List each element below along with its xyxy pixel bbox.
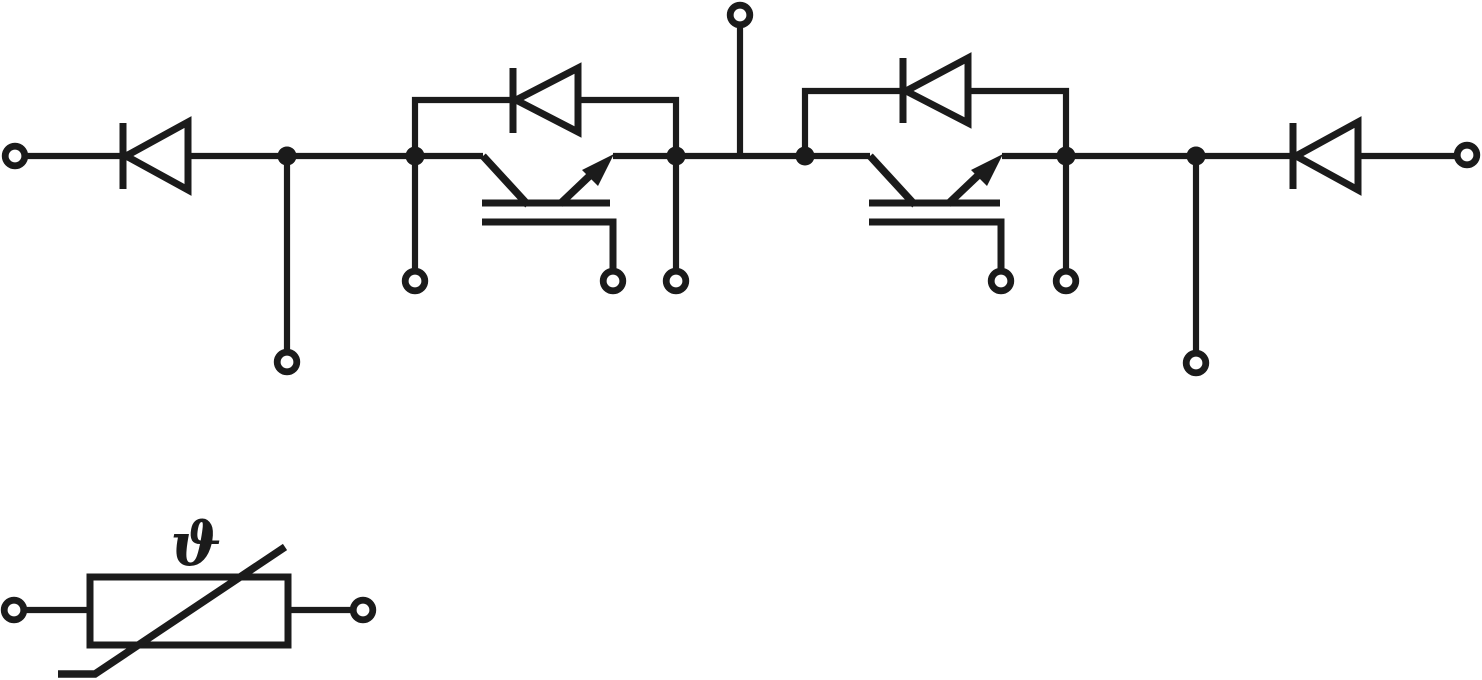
- freewheeling-branch-1: [411, 62, 680, 156]
- thermistor-terminal-right: [349, 596, 377, 624]
- thermistor-diagonal: [58, 543, 288, 678]
- igbt2-gate-terminal: [987, 267, 1015, 295]
- igbt2-gate-lead: [869, 218, 1005, 270]
- freewheeling-branch-2: [801, 52, 1070, 156]
- igbt1-gate-lead: [482, 218, 617, 270]
- igbt-1: [480, 153, 617, 270]
- freewheeling-diode-1: [508, 62, 582, 138]
- igbt1-aux-emitter-terminal: [662, 267, 690, 295]
- thermistor-terminal-left: [0, 596, 28, 624]
- main-terminal-top: [726, 1, 754, 29]
- terminal-stub-wires: [283, 27, 1200, 351]
- main-terminal-right: [1453, 141, 1481, 169]
- main-terminal-left: [1, 142, 29, 170]
- thermistor: ϑ: [0, 510, 377, 678]
- junction-dots: [277, 146, 1206, 166]
- series-diode-right: [1288, 116, 1362, 196]
- aux-terminal-left: [273, 348, 301, 376]
- igbt2-aux-emitter-terminal: [1052, 267, 1080, 295]
- thermistor-label: ϑ: [171, 510, 222, 580]
- igbt-2: [867, 153, 1005, 270]
- series-diode-left: [118, 116, 192, 196]
- freewheeling-diode-2: [898, 52, 972, 129]
- aux-terminal-right: [1182, 349, 1210, 377]
- igbt2-emitter-arrow: [971, 154, 1003, 186]
- igbt1-aux-collector-terminal: [401, 267, 429, 295]
- igbt1-collector-lead: [480, 153, 531, 208]
- igbt2-collector-lead: [867, 153, 918, 208]
- igbt1-gate-terminal: [599, 267, 627, 295]
- igbt1-emitter-arrow: [582, 154, 614, 186]
- terminals: [1, 1, 1481, 377]
